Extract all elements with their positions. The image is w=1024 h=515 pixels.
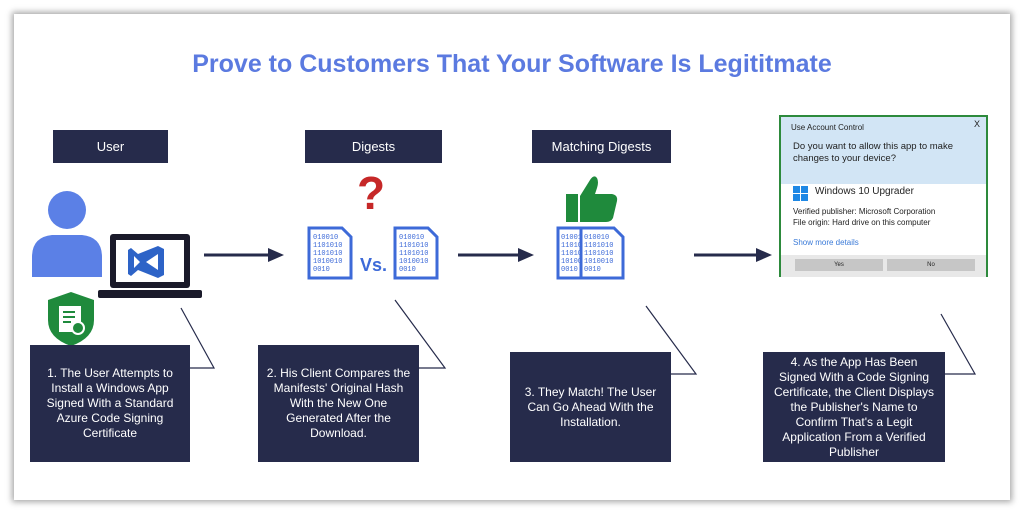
versus-label: Vs. [360, 255, 388, 275]
uac-button-row: Yes No [781, 255, 986, 277]
arrow-3-icon [694, 248, 772, 262]
user-icon [32, 191, 102, 277]
uac-close-icon[interactable]: X [973, 119, 980, 129]
uac-file-origin: File origin: Hard drive on this computer [793, 218, 931, 227]
uac-no-button[interactable]: No [887, 259, 975, 271]
arrow-1-icon [204, 248, 284, 262]
uac-show-more-link[interactable]: Show more details [793, 238, 859, 247]
label-digests: Digests [305, 130, 442, 163]
step-1-description: 1. The User Attempts to Install a Window… [30, 345, 190, 462]
step-2-description: 2. His Client Compares the Manifests' Or… [258, 345, 419, 462]
uac-title: Use Account Control [791, 123, 864, 132]
digest-document-left [307, 226, 353, 280]
label-user: User [53, 130, 168, 163]
diagram-title: Prove to Customers That Your Software Is… [192, 50, 832, 78]
arrow-2-icon [458, 248, 534, 262]
step-3-description: 3. They Match! The User Can Go Ahead Wit… [510, 352, 671, 462]
uac-app-name: Windows 10 Upgrader [815, 186, 914, 197]
uac-publisher: Verified publisher: Microsoft Corporatio… [793, 207, 936, 216]
uac-dialog: Use Account Control X Do you want to all… [779, 115, 988, 277]
step-4-description: 4. As the App Has Been Signed With a Cod… [763, 352, 945, 462]
uac-question: Do you want to allow this app to make ch… [793, 141, 954, 164]
digest-document-right [393, 226, 439, 280]
windows-logo-icon [793, 186, 808, 201]
laptop-icon [98, 234, 202, 298]
question-mark-icon: ? [357, 167, 386, 219]
thumbs-up-icon [566, 176, 618, 222]
uac-yes-button[interactable]: Yes [795, 259, 883, 271]
label-matching-digests: Matching Digests [532, 130, 671, 163]
matching-digest-right [579, 226, 625, 280]
uac-header: Use Account Control X Do you want to all… [781, 117, 986, 184]
certificate-shield-icon [48, 292, 94, 346]
